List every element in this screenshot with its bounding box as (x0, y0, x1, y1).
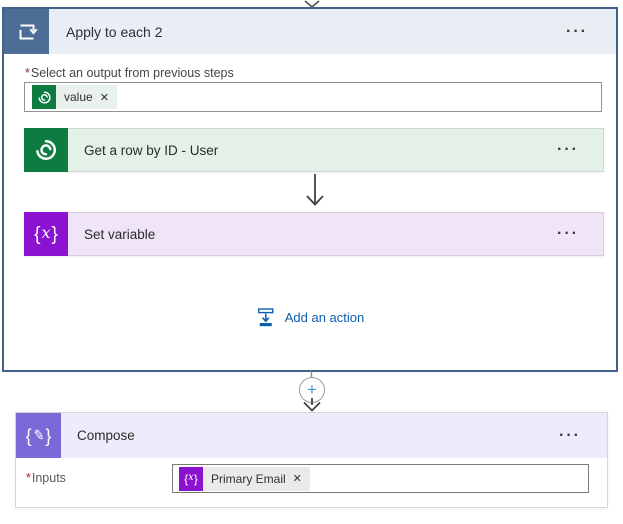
plus-icon: + (307, 379, 317, 399)
dataverse-icon (32, 85, 56, 109)
curly-pencil-glyph: {✎} (25, 425, 52, 446)
apply-to-each-scope: Apply to each 2 ··· *Select an output fr… (2, 7, 618, 372)
variable-icon: {x} (24, 212, 68, 256)
loop-icon (19, 24, 37, 39)
variable-icon: {x} (179, 466, 203, 491)
compose-action-card: {✎} Compose ··· *Inputs {x} Primary Emai… (15, 412, 608, 508)
add-action-icon (258, 308, 274, 327)
token-chip-body: value ✕ (56, 85, 117, 109)
apply-to-each-menu-button[interactable]: ··· (560, 20, 594, 44)
set-variable-title: Set variable (84, 226, 156, 242)
inputs-field[interactable]: {x} Primary Email ✕ (172, 464, 589, 493)
inputs-label-text: Inputs (31, 471, 66, 485)
add-action-label: Add an action (284, 310, 365, 325)
output-field-label-text: Select an output from previous steps (30, 66, 234, 80)
apply-to-each-title: Apply to each 2 (66, 23, 163, 40)
token-chip-body: Primary Email ✕ (203, 466, 310, 491)
remove-token-button[interactable]: ✕ (292, 473, 302, 485)
connector-line (310, 371, 313, 378)
output-field-label: *Select an output from previous steps (25, 66, 234, 80)
dataverse-swirl-icon (38, 90, 50, 104)
dataverse-icon (24, 128, 68, 172)
dataverse-swirl-icon (36, 140, 56, 160)
compose-title: Compose (77, 428, 135, 443)
compose-menu-button[interactable]: ··· (553, 424, 587, 448)
apply-to-each-header[interactable]: Apply to each 2 ··· (4, 9, 616, 54)
action-card-set-variable[interactable]: {x} Set variable ··· (24, 212, 604, 256)
curly-x-glyph: {x} (34, 223, 58, 245)
value-token-chip[interactable]: value ✕ (32, 85, 117, 109)
apply-to-each-loop-icon (4, 9, 49, 54)
compose-icon: {✎} (16, 413, 61, 458)
get-row-title: Get a row by ID - User (84, 142, 219, 158)
remove-token-button[interactable]: ✕ (99, 91, 109, 104)
curly-x-glyph: {x} (184, 471, 198, 486)
compose-header[interactable]: {✎} Compose ··· (16, 413, 607, 458)
required-asterisk: * (26, 471, 31, 485)
inputs-label: *Inputs (26, 471, 66, 485)
required-asterisk: * (25, 66, 30, 80)
add-an-action-button[interactable]: Add an action (250, 306, 371, 329)
set-variable-menu-button[interactable]: ··· (551, 222, 585, 246)
token-label: Primary Email (211, 471, 286, 486)
compose-body: *Inputs {x} Primary Email ✕ (16, 458, 607, 508)
connector-arrow (303, 398, 321, 412)
output-token-input[interactable]: value ✕ (24, 82, 602, 112)
action-card-get-row-by-id[interactable]: Get a row by ID - User ··· (24, 128, 604, 172)
token-label: value (64, 90, 93, 104)
get-row-menu-button[interactable]: ··· (551, 138, 585, 162)
primary-email-token-chip[interactable]: {x} Primary Email ✕ (179, 466, 310, 491)
connector-arrow (306, 174, 324, 206)
